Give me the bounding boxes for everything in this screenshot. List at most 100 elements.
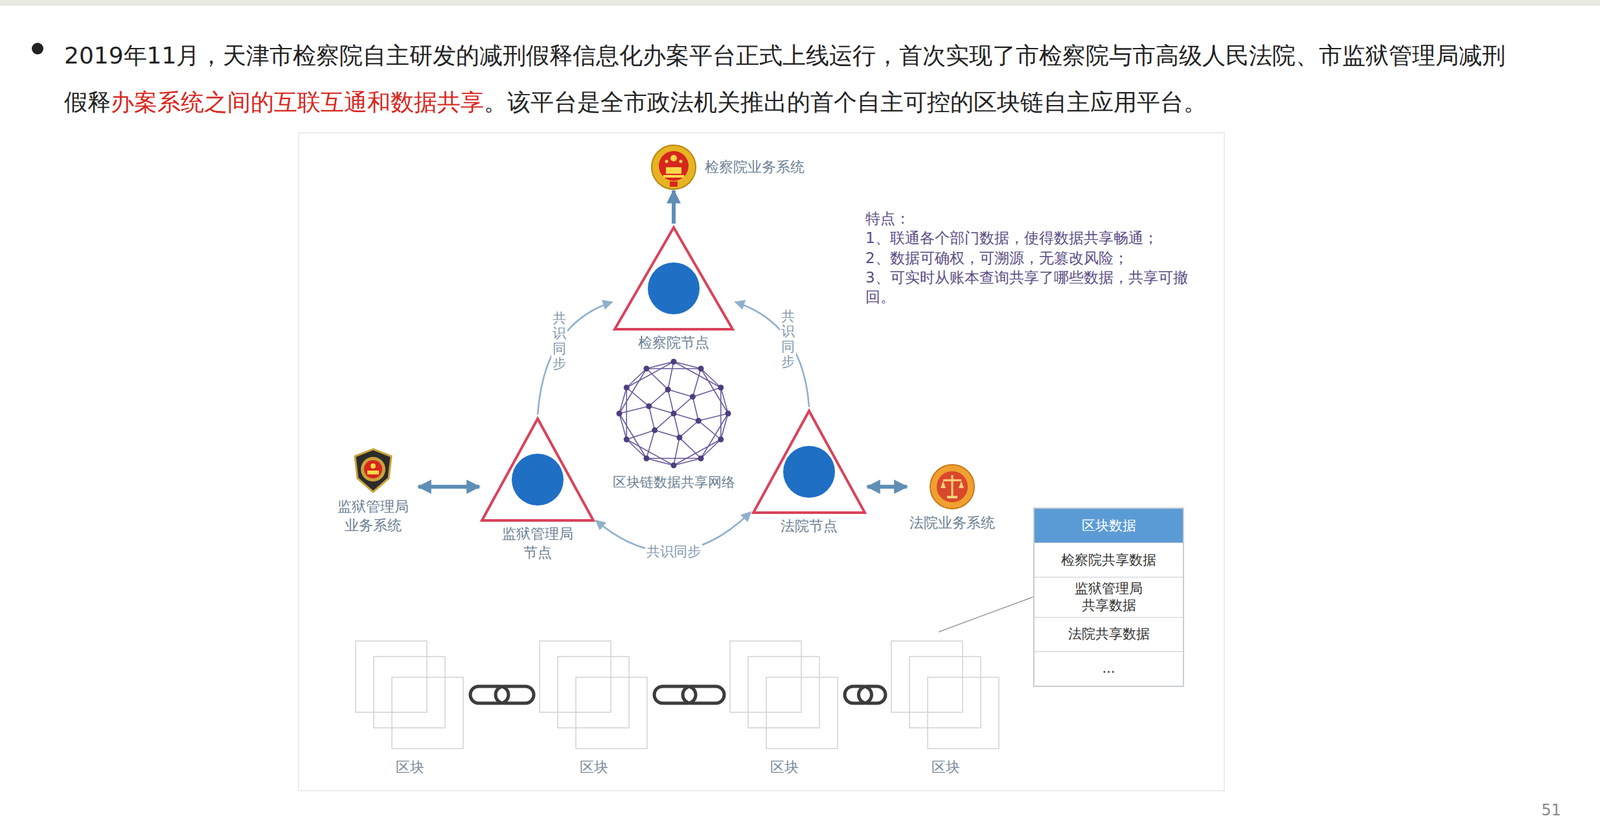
triangle-outline	[481, 418, 594, 521]
table-cell: 检察院共享数据	[1061, 551, 1157, 569]
block-outline	[748, 656, 820, 728]
leader-line	[938, 596, 1034, 632]
emblem	[651, 145, 696, 190]
block-stack	[726, 631, 843, 755]
edge-label: 共识同步	[551, 309, 568, 372]
block-label: 区块	[351, 757, 469, 777]
consensus-arc	[537, 301, 613, 415]
block-outline	[927, 676, 999, 749]
mesh-dot	[643, 365, 650, 372]
mesh-line	[667, 389, 674, 414]
mesh-dot	[643, 455, 650, 462]
mesh-dot	[698, 365, 705, 372]
mesh-line	[646, 367, 701, 370]
emblem-icon	[928, 463, 976, 510]
block-label: 区块	[726, 757, 843, 777]
page-number: 51	[1541, 800, 1562, 819]
mesh-line	[654, 430, 680, 438]
mesh-line	[720, 413, 729, 440]
mesh-dot	[725, 410, 732, 417]
node-dot	[783, 445, 835, 498]
triangle-outline	[753, 410, 865, 513]
mesh-line	[654, 413, 674, 431]
mesh-line	[626, 439, 674, 466]
chain-ring	[858, 685, 887, 703]
block-outline	[909, 656, 981, 728]
note-heading: 特点：	[865, 208, 1203, 229]
mesh-line	[649, 406, 655, 431]
mesh-dot	[671, 358, 677, 365]
node-dot	[511, 453, 564, 506]
chain-link	[654, 685, 725, 703]
mesh-line	[720, 387, 722, 440]
node-cell: 检察院共享数据	[1034, 542, 1183, 577]
mesh-dot	[695, 417, 702, 424]
block-stack	[887, 631, 1005, 755]
node-tri: 检察院节点	[612, 223, 736, 353]
bullet-dot	[31, 42, 44, 55]
emblem-icon	[349, 446, 397, 494]
note-item: 3、可实时从账本查询共享了哪些数据，共享可撤回。	[865, 267, 1203, 308]
mesh-line	[673, 437, 680, 466]
node-cell: 监狱管理局共享数据	[1034, 576, 1183, 617]
table-cell: 法院共享数据	[1068, 625, 1150, 642]
note-item: 2、数据可确权，可溯源，无篡改风险；	[865, 248, 1203, 268]
mesh-dot	[616, 410, 623, 417]
node-block: 区块	[887, 631, 1005, 777]
mesh-line	[619, 368, 647, 414]
mesh-line	[649, 406, 674, 414]
feature-note: 特点：1、联通各个部门数据，使得数据共享畅通；2、数据可确权，可溯源，无篡改风险…	[865, 208, 1203, 308]
block-outline	[373, 656, 446, 728]
intro-paragraph: 2019年11月，天津市检察院自主研发的减刑假释信息化办案平台正式上线运行，首次…	[64, 32, 1522, 126]
mesh-line	[667, 389, 693, 397]
chain-ring	[654, 685, 696, 703]
block-stack	[535, 631, 653, 755]
mesh-line	[646, 361, 674, 369]
sync-arrow	[418, 484, 480, 489]
chain-ring	[470, 685, 509, 703]
mesh-line	[720, 387, 729, 414]
mesh-dot	[651, 426, 658, 433]
table-header: 区块数据	[1034, 508, 1183, 543]
mesh-line	[619, 413, 647, 458]
figure-frame	[298, 132, 1225, 791]
node-block: 区块	[535, 631, 653, 777]
mesh-line	[673, 361, 721, 388]
emblem	[354, 448, 392, 492]
mesh-line	[673, 413, 680, 438]
triangle-outline	[614, 227, 733, 330]
node-block: 区块	[726, 631, 843, 777]
mesh-line	[679, 437, 701, 458]
mesh-line	[673, 413, 699, 421]
chain-link	[470, 685, 534, 703]
node-tri: 监狱管理局节点	[479, 414, 596, 562]
mesh-line	[619, 387, 627, 414]
intro-text: 。该平台是全市政法机关推出的首个自主可控的区块链自主应用平台。	[483, 88, 1207, 116]
block-outline	[891, 640, 963, 712]
mesh-line	[646, 457, 701, 459]
mesh-dot	[671, 462, 677, 469]
mesh-dot	[671, 410, 677, 417]
system-label: 法院业务系统	[906, 513, 998, 533]
system-label: 监狱管理局业务系统	[336, 497, 410, 535]
top-strip	[0, 0, 1600, 6]
table-cell: ...	[1101, 659, 1115, 677]
consensus-arc	[735, 301, 810, 407]
mesh-dot	[717, 384, 724, 391]
node-triangle	[612, 223, 736, 333]
block-outline	[391, 676, 464, 749]
block-label: 区块	[887, 757, 1005, 777]
mesh-line	[700, 368, 729, 414]
mesh-line	[649, 389, 668, 407]
mesh-line	[626, 361, 674, 388]
chain-ring	[682, 685, 725, 703]
emblem-icon	[650, 143, 698, 191]
mesh-dot	[698, 455, 705, 462]
table-cell: 监狱管理局共享数据	[1073, 579, 1144, 615]
edge-label: 共识同步	[645, 540, 703, 562]
node-table: 区块数据检察院共享数据监狱管理局共享数据法院共享数据...	[1033, 507, 1185, 687]
node-net: 区块链数据共享网络	[605, 356, 742, 492]
sync-arrow	[671, 190, 676, 224]
